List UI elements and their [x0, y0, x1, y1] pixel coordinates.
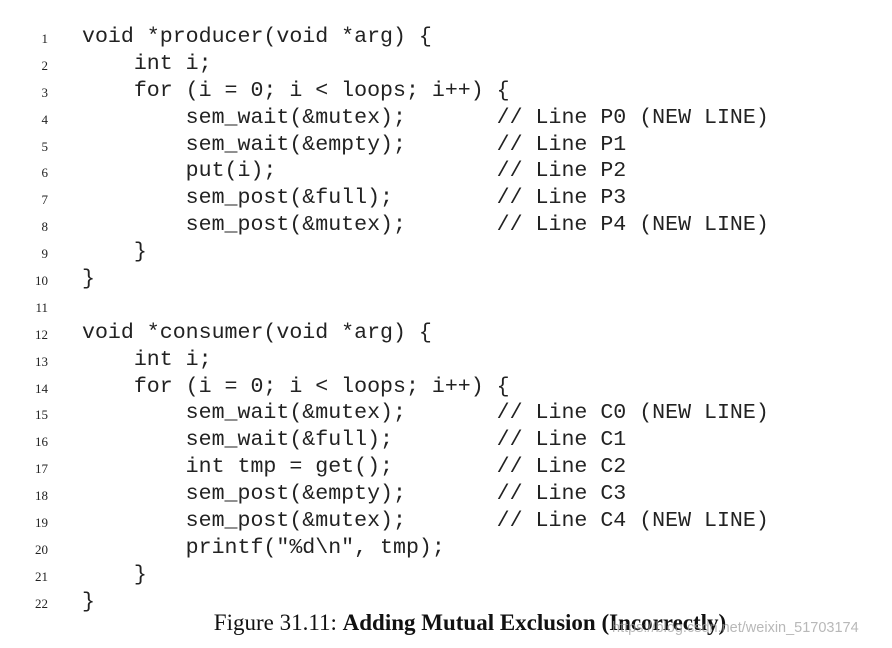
code-text: void *producer(void *arg) {	[82, 25, 432, 49]
code-text: sem_wait(&mutex); // Line P0 (NEW LINE)	[82, 105, 769, 130]
line-number: 6	[41, 165, 49, 181]
code-line: 14 for (i = 0; i < loops; i++) {	[0, 374, 892, 401]
line-number: 12	[35, 326, 48, 342]
line-number: 1	[41, 31, 49, 46]
figure-caption: Figure 31.11: Adding Mutual Exclusion (I…	[0, 610, 892, 636]
code-text: }	[82, 589, 95, 614]
line-number: 14	[35, 380, 48, 396]
code-text: sem_post(&empty); // Line C3	[82, 482, 627, 507]
code-line: 10}	[0, 266, 892, 293]
code-text: }	[82, 267, 95, 292]
line-number: 13	[35, 353, 48, 369]
code-line: 7 sem_post(&full); // Line P3	[0, 185, 892, 212]
code-line: 13 int i;	[0, 347, 892, 374]
code-line: 5 sem_wait(&empty); // Line P1	[0, 132, 892, 159]
caption-title: Adding Mutual Exclusion (Incorrectly)	[342, 610, 727, 635]
code-line: 15 sem_wait(&mutex); // Line C0 (NEW LIN…	[0, 400, 892, 427]
code-line: 22}	[0, 589, 892, 616]
line-number: 17	[35, 461, 48, 477]
code-text: int i;	[82, 51, 212, 76]
code-text: int tmp = get(); // Line C2	[82, 455, 627, 480]
code-line: 9 }	[0, 239, 892, 266]
code-line: 20 printf("%d\n", tmp);	[0, 535, 892, 562]
line-number: 16	[35, 434, 48, 450]
line-number: 22	[35, 595, 48, 611]
code-line: 6 put(i); // Line P2	[0, 158, 892, 185]
line-number: 18	[35, 488, 48, 504]
code-text: printf("%d\n", tmp);	[82, 535, 445, 560]
code-line: 21 }	[0, 562, 892, 589]
line-number: 19	[35, 515, 48, 531]
code-text: put(i); // Line P2	[82, 159, 627, 184]
code-text: sem_post(&full); // Line P3	[82, 186, 627, 211]
line-number: 7	[41, 192, 49, 208]
code-text: sem_wait(&empty); // Line P1	[82, 132, 627, 157]
line-number: 11	[35, 299, 48, 315]
line-number: 15	[35, 407, 48, 423]
line-number: 5	[41, 138, 49, 154]
code-text: sem_post(&mutex); // Line P4 (NEW LINE)	[82, 213, 769, 238]
line-number: 9	[41, 246, 49, 262]
caption-label: Figure 31.11:	[213, 610, 343, 635]
code-line: 18 sem_post(&empty); // Line C3	[0, 481, 892, 508]
code-line: 17 int tmp = get(); // Line C2	[0, 454, 892, 481]
line-number: 10	[35, 273, 48, 289]
code-line: 1 void *producer(void *arg) {	[0, 24, 892, 51]
code-text: sem_post(&mutex); // Line C4 (NEW LINE)	[82, 509, 769, 534]
line-number: 21	[35, 568, 48, 584]
code-text: int i;	[82, 347, 212, 372]
code-text: sem_wait(&full); // Line C1	[82, 428, 627, 453]
code-line: 8 sem_post(&mutex); // Line P4 (NEW LINE…	[0, 212, 892, 239]
code-text: for (i = 0; i < loops; i++) {	[82, 78, 510, 103]
code-line: 2 int i;	[0, 51, 892, 78]
line-number: 2	[41, 57, 49, 73]
line-number: 3	[41, 84, 49, 100]
code-text: }	[82, 240, 147, 265]
code-text: sem_wait(&mutex); // Line C0 (NEW LINE)	[82, 401, 769, 426]
code-line: 19 sem_post(&mutex); // Line C4 (NEW LIN…	[0, 508, 892, 535]
line-number: 4	[41, 111, 49, 127]
code-line: 4 sem_wait(&mutex); // Line P0 (NEW LINE…	[0, 105, 892, 132]
line-number: 20	[35, 541, 48, 557]
code-line: 3 for (i = 0; i < loops; i++) {	[0, 78, 892, 105]
code-line: 11	[0, 293, 892, 320]
code-line: 16 sem_wait(&full); // Line C1	[0, 427, 892, 454]
code-text: void *consumer(void *arg) {	[82, 320, 432, 345]
line-number: 8	[41, 219, 49, 235]
code-text: }	[82, 562, 147, 587]
code-line: 12 void *consumer(void *arg) {	[0, 320, 892, 347]
code-text: for (i = 0; i < loops; i++) {	[82, 374, 510, 399]
watermark-text: https://blog.csdn.net/weixin_51703174	[612, 620, 859, 636]
